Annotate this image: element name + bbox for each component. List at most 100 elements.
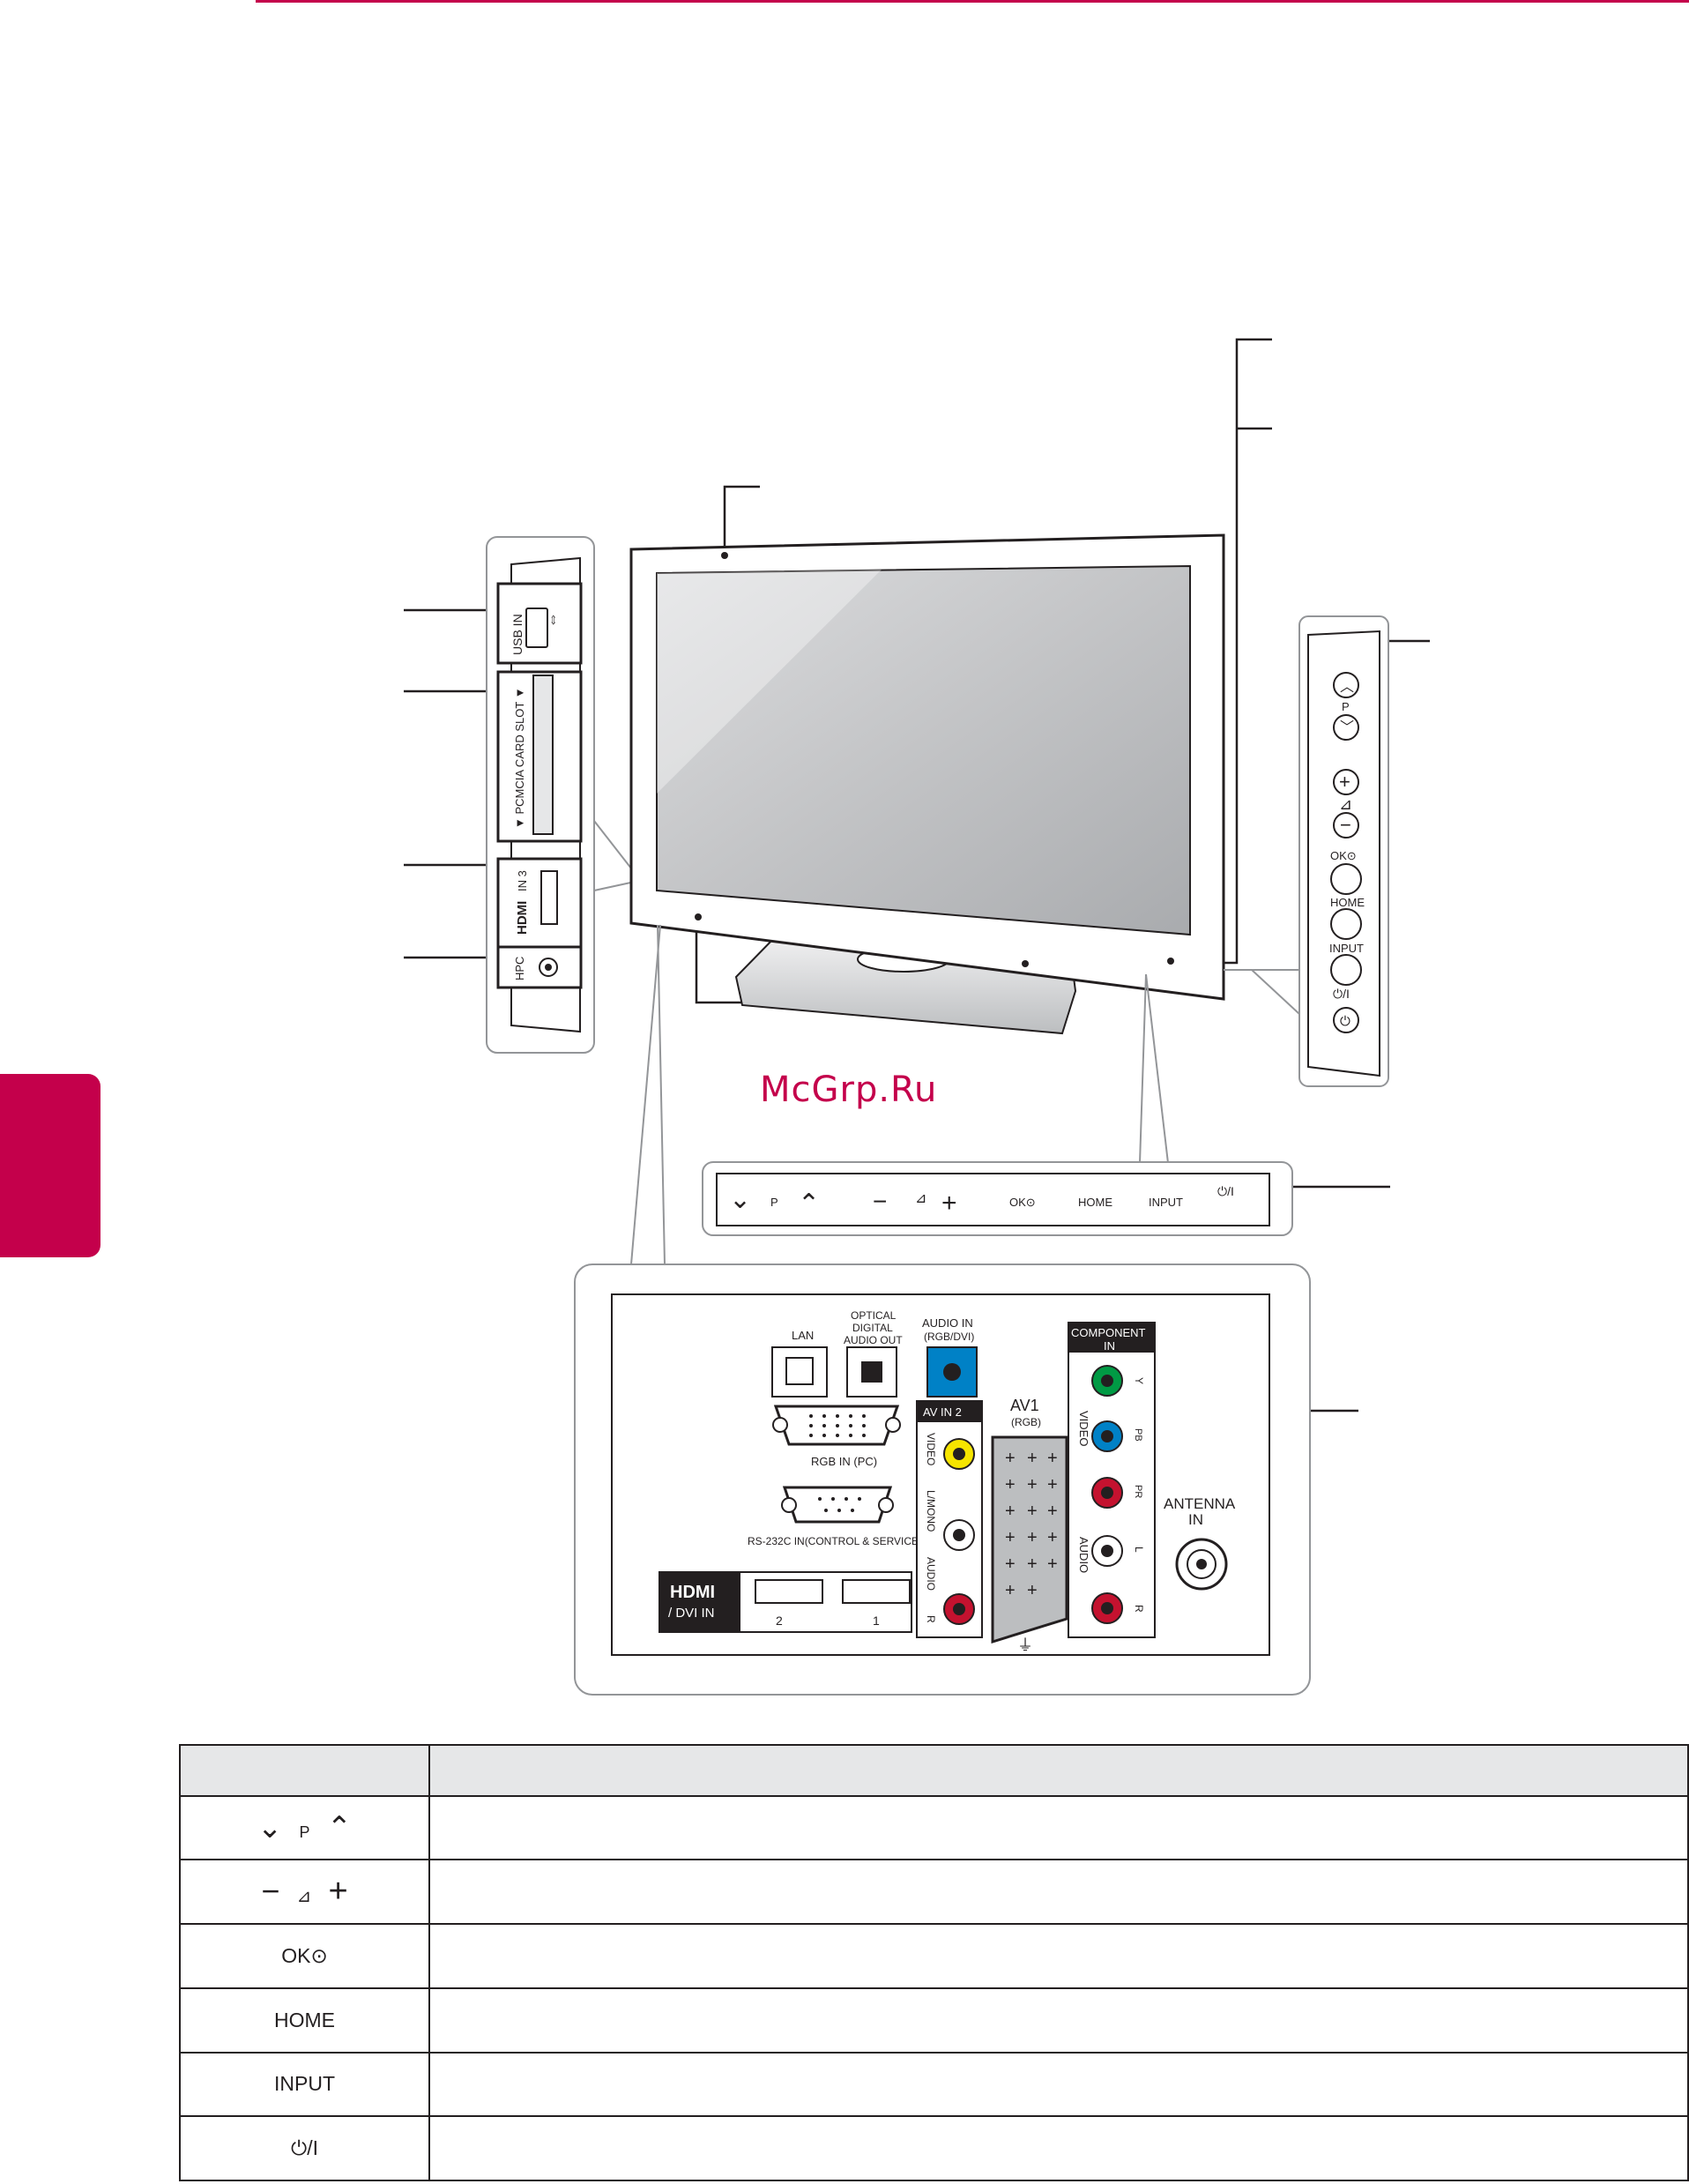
button-description-table: ⌄ P ⌃ − ⊿ + OK⊙ HOME INPUT ⏻/I <box>179 1744 1689 2181</box>
svg-text:+: + <box>1047 1502 1058 1521</box>
top-accent-line <box>256 0 1689 3</box>
table-row: ⏻/I <box>179 2115 1689 2181</box>
tv-illustration <box>629 533 1300 1265</box>
rear-connector-panel: LAN OPTICAL DIGITAL AUDIO OUT AUDIO IN (… <box>574 1263 1311 1696</box>
chevron-down-icon: ﹀ <box>1340 719 1354 735</box>
component-label-1: COMPONENT <box>1071 1326 1146 1339</box>
table-symbol-cell: INPUT <box>179 2051 430 2118</box>
panel-power-label: ⏻/I <box>1333 987 1350 1001</box>
table-description-cell <box>428 1923 1689 1989</box>
svg-text:+: + <box>1027 1449 1038 1468</box>
table-header-cell <box>428 1744 1689 1797</box>
home-button[interactable] <box>1330 908 1362 940</box>
table-symbol: ⊿ <box>296 1887 312 1907</box>
side-chapter-tab <box>0 1074 100 1257</box>
program-down-button[interactable] <box>1333 714 1359 741</box>
av1-label: AV1 <box>1010 1397 1039 1414</box>
av-in-2-label: AV IN 2 <box>923 1405 962 1419</box>
chevron-up-icon: ︿ <box>1340 680 1354 695</box>
component-video-label: VIDEO <box>1077 1411 1090 1446</box>
svg-text:+: + <box>1047 1475 1058 1495</box>
ok-button[interactable] <box>1330 863 1362 895</box>
bar-power-label[interactable]: ⏻/I <box>1217 1184 1234 1198</box>
minus-icon: − <box>1340 814 1351 836</box>
av2-audio-label: AUDIO <box>925 1557 937 1591</box>
svg-text:+: + <box>1027 1475 1038 1495</box>
usb-icon: ⇔ <box>543 612 561 628</box>
table-symbol-cell: OK⊙ <box>179 1923 430 1989</box>
bar-minus-icon[interactable]: − <box>873 1188 887 1215</box>
watermark: McGrp.Ru <box>760 1070 938 1110</box>
table-row: INPUT <box>179 2051 1689 2118</box>
svg-text:+: + <box>1047 1528 1058 1547</box>
tv-connection-diagram: USB IN ⇔ ▼ PCMCIA CARD SLOT ▼ HDMI IN 3 … <box>404 338 1430 1696</box>
table-row: − ⊿ + <box>179 1859 1689 1926</box>
side-button-panel: ︿ P ﹀ + ⊿ − OK⊙ HOME INPUT ⏻/I ⏻ <box>1298 615 1389 1087</box>
volume-icon: ⊿ <box>1339 795 1352 813</box>
svg-text:+: + <box>1005 1581 1016 1600</box>
hdmi-1-port[interactable] <box>842 1579 911 1604</box>
chevron-up-icon: ⌃ <box>326 1810 353 1845</box>
av2-video-label: VIDEO <box>925 1433 937 1465</box>
svg-text:+: + <box>1005 1554 1016 1574</box>
lan-label: LAN <box>792 1329 814 1342</box>
side-connector-panel: USB IN ⇔ ▼ PCMCIA CARD SLOT ▼ HDMI IN 3 … <box>486 536 636 1054</box>
bar-chevron-up-icon[interactable]: ⌃ <box>798 1189 820 1219</box>
bar-home-label[interactable]: HOME <box>1078 1196 1112 1209</box>
optical-label-2: DIGITAL <box>852 1322 893 1334</box>
table-description-cell <box>428 1794 1689 1861</box>
table-symbol-cell: HOME <box>179 1986 430 2054</box>
table-symbol-cell: ⌄ P ⌃ <box>179 1794 430 1861</box>
svg-text:+: + <box>1047 1449 1058 1468</box>
hdmi-dvi-logo: HDMI <box>670 1583 715 1602</box>
bar-chevron-down-icon[interactable]: ⌄ <box>729 1185 751 1214</box>
table-header-row <box>179 1744 1689 1797</box>
minus-icon: − <box>261 1873 280 1910</box>
ground-icon: ⏚ <box>1017 1636 1033 1654</box>
panel-p-label: P <box>1342 700 1350 713</box>
svg-text:+: + <box>1027 1528 1038 1547</box>
component-pb-label: PB <box>1133 1428 1143 1442</box>
touch-button-bar: ⌄ P ⌃ − ⊿ + OK⊙ HOME INPUT ⏻/I <box>702 1161 1293 1236</box>
volume-up-button[interactable] <box>1333 769 1359 795</box>
rs232c-port[interactable] <box>782 1486 893 1524</box>
table-description-cell <box>428 2051 1689 2118</box>
rs232c-label: RS-232C IN(CONTROL & SERVICE) <box>748 1535 922 1547</box>
table-row: OK⊙ <box>179 1923 1689 1989</box>
optical-label-1: OPTICAL <box>851 1309 897 1322</box>
bar-ok-label[interactable]: OK⊙ <box>1009 1196 1036 1209</box>
bar-plus-icon[interactable]: + <box>941 1189 957 1218</box>
hdmi3-port-frame[interactable] <box>496 857 583 949</box>
svg-text:+: + <box>1047 1554 1058 1574</box>
component-l-label: L <box>1133 1547 1145 1553</box>
volume-down-button[interactable] <box>1333 812 1359 839</box>
component-pr-label: PR <box>1133 1485 1143 1498</box>
av2-r-label: R <box>925 1615 937 1623</box>
hdmi-dvi-label: / DVI IN <box>668 1606 715 1621</box>
bar-p-label: P <box>770 1196 778 1209</box>
av1-scart-port[interactable] <box>991 1435 1068 1644</box>
optical-label-3: AUDIO OUT <box>844 1334 903 1346</box>
plus-icon: + <box>1339 771 1350 793</box>
table-symbol: P <box>299 1822 310 1841</box>
table-symbol-cell: ⏻/I <box>179 2115 430 2181</box>
component-y-label: Y <box>1133 1377 1145 1384</box>
audio-in-sub: (RGB/DVI) <box>924 1331 974 1343</box>
input-button[interactable] <box>1330 954 1362 986</box>
av1-sub-label: (RGB) <box>1011 1416 1041 1428</box>
component-audio-label: AUDIO <box>1077 1537 1090 1573</box>
program-up-button[interactable] <box>1333 672 1359 698</box>
hdmi3-label: IN 3 <box>516 870 529 891</box>
antenna-label-1: ANTENNA <box>1164 1495 1236 1512</box>
hdmi-2-port[interactable] <box>755 1579 823 1604</box>
table-description-cell <box>428 1986 1689 2054</box>
rgb-in-label: RGB IN (PC) <box>811 1455 877 1468</box>
bar-volume-icon: ⊿ <box>915 1191 926 1206</box>
bar-input-label[interactable]: INPUT <box>1149 1196 1183 1209</box>
panel-ok-label: OK⊙ <box>1330 849 1357 862</box>
plus-icon: + <box>328 1873 348 1911</box>
svg-text:+: + <box>1005 1502 1016 1521</box>
power-button[interactable] <box>1333 1007 1359 1033</box>
table-symbol-cell: − ⊿ + <box>179 1859 430 1926</box>
hdmi-logo: HDMI <box>515 901 530 935</box>
